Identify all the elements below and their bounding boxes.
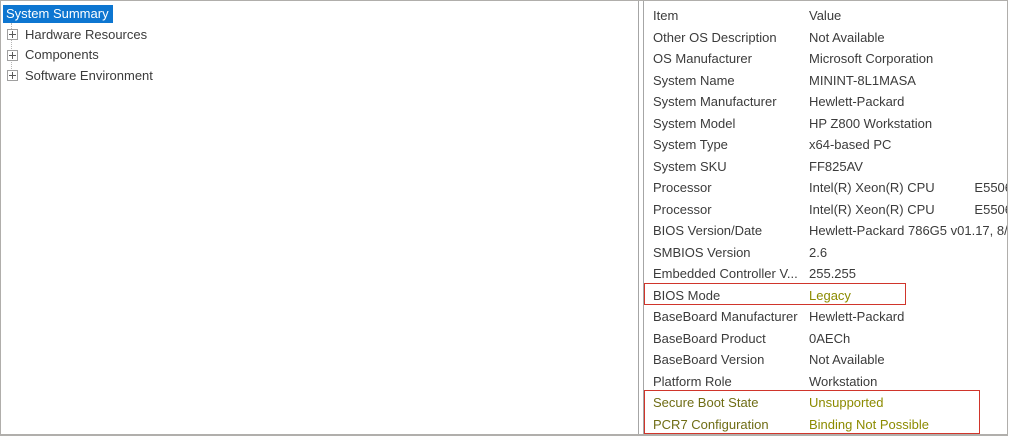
- item-cell: System Name: [653, 72, 735, 88]
- item-cell: Embedded Controller V...: [653, 266, 798, 282]
- details-row[interactable]: OS Manufacturer Microsoft Corporation: [644, 48, 1007, 70]
- value-cell: 2.6: [809, 244, 828, 260]
- value-cell: Intel(R) Xeon(R) CPU E5506: [809, 201, 1007, 217]
- value-cell: HP Z800 Workstation: [809, 115, 933, 131]
- item-cell: BaseBoard Manufacturer: [653, 309, 798, 325]
- details-header-row: Item Value: [644, 5, 1007, 27]
- tree-item-label: Components: [25, 47, 99, 63]
- item-cell: Processor: [653, 180, 712, 196]
- item-cell: SMBIOS Version: [653, 244, 751, 260]
- item-cell: BIOS Mode: [653, 287, 721, 303]
- details-row[interactable]: Processor Intel(R) Xeon(R) CPU E5506: [644, 199, 1007, 221]
- item-cell: OS Manufacturer: [653, 51, 752, 67]
- details-row[interactable]: System Type x64-based PC: [644, 134, 1007, 156]
- value-cell: Not Available: [809, 352, 885, 368]
- details-row[interactable]: Other OS Description Not Available: [644, 27, 1007, 49]
- details-row[interactable]: Embedded Controller V... 255.255: [644, 263, 1007, 285]
- value-cell: 255.255: [809, 266, 856, 282]
- item-cell: Processor: [653, 201, 712, 217]
- item-cell: BaseBoard Version: [653, 352, 765, 368]
- expand-plus-icon[interactable]: [7, 29, 18, 41]
- tree-item-software-environment[interactable]: Software Environment: [1, 66, 638, 87]
- category-tree-pane: System Summary Hardware Resources Compon…: [1, 1, 639, 434]
- details-row[interactable]: Secure Boot State Unsupported: [644, 392, 1007, 414]
- item-cell: PCR7 Configuration: [653, 416, 769, 432]
- details-row[interactable]: PCR7 Configuration Binding Not Possible: [644, 414, 1007, 435]
- value-cell: Not Available: [809, 29, 885, 45]
- item-cell: BaseBoard Product: [653, 330, 766, 346]
- item-cell: System Type: [653, 137, 728, 153]
- details-row[interactable]: System Model HP Z800 Workstation: [644, 113, 1007, 135]
- details-row[interactable]: Processor Intel(R) Xeon(R) CPU E5506: [644, 177, 1007, 199]
- category-tree: System Summary Hardware Resources Compon…: [1, 1, 638, 86]
- item-cell: System SKU: [653, 158, 727, 174]
- details-row[interactable]: System SKU FF825AV: [644, 156, 1007, 178]
- value-cell: Legacy: [809, 287, 851, 303]
- value-cell: 0AECh: [809, 330, 851, 346]
- tree-connector-line: [11, 23, 12, 75]
- item-cell: System Manufacturer: [653, 94, 777, 110]
- item-cell: Platform Role: [653, 373, 732, 389]
- details-row[interactable]: BIOS Version/Date Hewlett-Packard 786G5 …: [644, 220, 1007, 242]
- expand-plus-icon[interactable]: [7, 49, 18, 61]
- details-row[interactable]: SMBIOS Version 2.6: [644, 242, 1007, 264]
- column-header-value[interactable]: Value: [809, 8, 842, 24]
- details-row[interactable]: BaseBoard Manufacturer Hewlett-Packard: [644, 306, 1007, 328]
- pane-splitter[interactable]: [639, 1, 643, 434]
- details-row[interactable]: BaseBoard Product 0AECh: [644, 328, 1007, 350]
- tree-item-label: System Summary: [3, 5, 113, 24]
- details-row[interactable]: BIOS Mode Legacy: [644, 285, 1007, 307]
- tree-item-hardware-resources[interactable]: Hardware Resources: [1, 25, 638, 46]
- details-row[interactable]: System Manufacturer Hewlett-Packard: [644, 91, 1007, 113]
- column-header-item[interactable]: Item: [653, 8, 679, 24]
- details-list: Item Value Other OS Description Not Avai…: [644, 1, 1007, 434]
- details-row[interactable]: BaseBoard Version Not Available: [644, 349, 1007, 371]
- item-cell: Secure Boot State: [653, 395, 759, 411]
- item-cell: BIOS Version/Date: [653, 223, 763, 239]
- details-row[interactable]: Platform Role Workstation: [644, 371, 1007, 393]
- value-cell: Unsupported: [809, 395, 884, 411]
- value-cell: Hewlett-Packard: [809, 309, 905, 325]
- tree-item-label: Software Environment: [25, 67, 153, 83]
- item-cell: Other OS Description: [653, 29, 777, 45]
- value-cell: Hewlett-Packard 786G5 v01.17, 8/: [809, 223, 1007, 239]
- item-cell: System Model: [653, 115, 736, 131]
- tree-item-system-summary[interactable]: System Summary: [1, 4, 638, 25]
- value-cell: Hewlett-Packard: [809, 94, 905, 110]
- tree-item-components[interactable]: Components: [1, 45, 638, 66]
- value-cell: Binding Not Possible: [809, 416, 929, 432]
- value-cell: Microsoft Corporation: [809, 51, 934, 67]
- details-row[interactable]: System Name MININT-8L1MASA: [644, 70, 1007, 92]
- expand-plus-icon[interactable]: [7, 70, 18, 82]
- value-cell: Workstation: [809, 373, 878, 389]
- value-cell: FF825AV: [809, 158, 863, 174]
- tree-item-label: Hardware Resources: [25, 26, 148, 42]
- details-pane: Item Value Other OS Description Not Avai…: [643, 1, 1007, 434]
- value-cell: MININT-8L1MASA: [809, 72, 916, 88]
- value-cell: Intel(R) Xeon(R) CPU E5506: [809, 180, 1007, 196]
- value-cell: x64-based PC: [809, 137, 892, 153]
